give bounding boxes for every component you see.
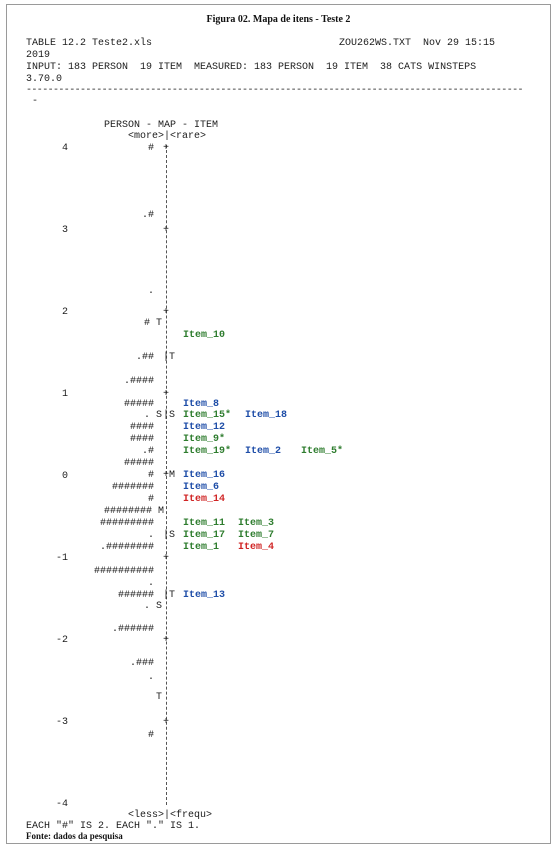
axis-marker: + — [163, 553, 170, 564]
axis-marker: |S — [163, 410, 176, 421]
item-label: Item_17 — [183, 530, 226, 541]
item-label: Item_4 — [238, 542, 275, 553]
header-line3: INPUT: 183 PERSON 19 ITEM MEASURED: 183 … — [26, 62, 477, 73]
tick-3: 3 — [61, 225, 68, 236]
person-row: . — [147, 286, 154, 297]
map-top-label: <more>|<rare> — [128, 131, 207, 142]
item-label: Item_9* — [183, 434, 226, 445]
item-label: Item_1 — [183, 542, 220, 553]
tick-0: 0 — [61, 471, 68, 482]
person-row: . — [147, 578, 154, 589]
person-row: ##### — [123, 458, 154, 469]
item-label: Item_2 — [245, 446, 282, 457]
map-title: PERSON - MAP - ITEM — [104, 120, 219, 131]
person-row: # T — [143, 318, 162, 329]
tick-1: 1 — [61, 389, 68, 400]
item-label: Item_5* — [301, 446, 344, 457]
person-row: # — [147, 470, 154, 481]
source-note: Fonte: dados da pesquisa — [26, 831, 123, 841]
person-row: .###### — [111, 624, 154, 635]
person-row: T — [155, 692, 162, 703]
person-row: .## — [135, 352, 154, 363]
person-row: ######### — [99, 518, 154, 529]
header-dash: - — [32, 96, 39, 107]
person-row: ########## — [93, 566, 154, 577]
person-row: ######## M — [103, 506, 164, 517]
tick-minus-4: -4 — [55, 799, 68, 810]
item-label: Item_12 — [183, 422, 226, 433]
header-line1-left: TABLE 12.2 Teste2.xls — [26, 38, 153, 49]
person-row: ####### — [111, 482, 154, 493]
person-row: #### — [129, 434, 154, 445]
person-row: . S — [143, 601, 162, 612]
item-label: Item_6 — [183, 482, 220, 493]
person-row: . — [147, 672, 154, 683]
person-row: . — [147, 530, 154, 541]
map-axis-line — [166, 145, 167, 805]
figure-frame: Figura 02. Mapa de itens - Teste 2 — [6, 4, 551, 844]
axis-marker: |S — [163, 530, 176, 541]
axis-marker: + — [163, 143, 170, 154]
tick-minus-3: -3 — [55, 717, 68, 728]
tick-2: 2 — [61, 307, 68, 318]
item-label: Item_11 — [183, 518, 226, 529]
person-row: . S — [143, 410, 162, 421]
item-label: Item_14 — [183, 494, 226, 505]
tick-minus-1: -1 — [55, 553, 68, 564]
axis-marker: + — [163, 225, 170, 236]
item-label: Item_10 — [183, 330, 226, 341]
figure-title: Figura 02. Mapa de itens - Teste 2 — [206, 14, 351, 25]
item-label: Item_8 — [183, 399, 220, 410]
item-label: Item_7 — [238, 530, 275, 541]
person-row: .#### — [123, 376, 154, 387]
header-line2: 2019 — [26, 50, 51, 61]
tick-4: 4 — [61, 143, 68, 154]
person-row: .# — [141, 210, 154, 221]
person-row: # — [147, 730, 154, 741]
axis-marker: + — [163, 635, 170, 646]
axis-marker: |T — [163, 352, 176, 363]
item-label: Item_15* — [183, 410, 232, 421]
axis-marker: +M — [163, 470, 176, 481]
item-label: Item_16 — [183, 470, 226, 481]
person-row: # — [147, 494, 154, 505]
person-row: ###### — [117, 590, 154, 601]
item-label: Item_3 — [238, 518, 275, 529]
header-separator: ----------------------------------------… — [26, 85, 524, 96]
header-line4: 3.70.0 — [26, 74, 63, 85]
item-label: Item_18 — [245, 410, 288, 421]
axis-marker: + — [163, 307, 170, 318]
person-row: ##### — [123, 399, 154, 410]
header-line1-right: ZOU262WS.TXT Nov 29 15:15 — [339, 38, 496, 49]
footer-note: EACH "#" IS 2. EACH "." IS 1. — [26, 821, 201, 832]
axis-marker: + — [163, 717, 170, 728]
axis-marker: |T — [163, 590, 176, 601]
person-row: .# — [141, 446, 154, 457]
map-bottom-label: <less>|<frequ> — [128, 810, 213, 821]
axis-marker: + — [163, 389, 170, 400]
item-label: Item_19* — [183, 446, 232, 457]
person-row: .### — [129, 658, 154, 669]
person-row: #### — [129, 422, 154, 433]
tick-minus-2: -2 — [55, 635, 68, 646]
person-row: # — [147, 143, 154, 154]
item-label: Item_13 — [183, 590, 226, 601]
person-row: .######## — [99, 542, 154, 553]
